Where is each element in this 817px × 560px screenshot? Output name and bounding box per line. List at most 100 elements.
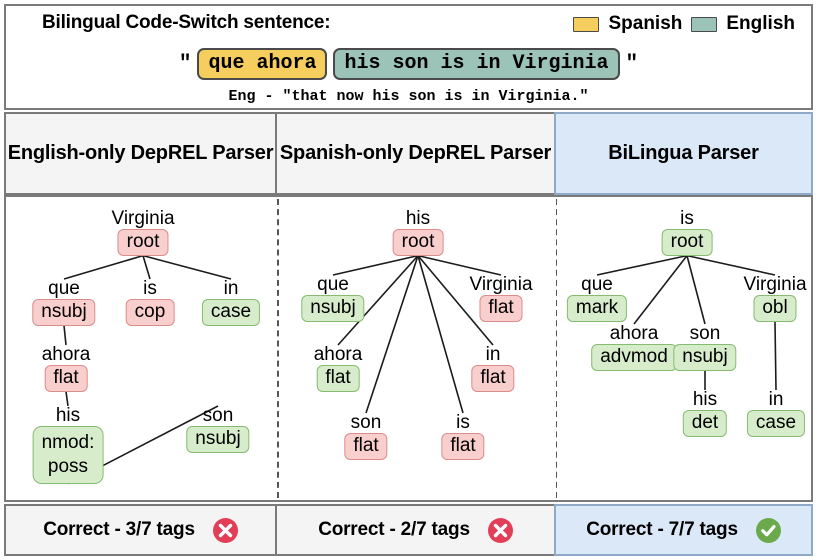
node-word: in (223, 278, 239, 299)
banner-title: Bilingual Code-Switch sentence: (42, 12, 331, 33)
tree-edges (596, 254, 777, 391)
node-word: his (692, 389, 718, 410)
node-deprel-tag: mark (566, 295, 628, 322)
node-word: Virginia (111, 208, 175, 229)
panel-divider-1 (277, 199, 279, 498)
footer-bilingua: Correct - 7/7 tags (554, 504, 813, 556)
footer-english-only: Correct - 3/7 tags (4, 504, 277, 556)
node-word: ahora (313, 344, 363, 365)
column-header-english-only: English-only DepREL Parser (4, 112, 277, 195)
footer-score-bilingua: Correct - 7/7 tags (586, 519, 738, 540)
edge-his-is (417, 255, 464, 414)
node-deprel-tag: advmod (591, 344, 677, 371)
edge-que-ahora (63, 325, 67, 346)
cross-icon-english-only (212, 517, 238, 543)
tree-edges (332, 254, 502, 414)
node-deprel-tag: root (117, 229, 169, 256)
node-word: son (350, 412, 382, 433)
legend-swatch-spanish (573, 16, 600, 32)
node-word: his (405, 208, 431, 229)
node-deprel-tag: case (746, 410, 806, 437)
edge-his-son (365, 255, 419, 414)
edge-his-ahora (337, 255, 419, 346)
node-word: in (768, 389, 784, 410)
column-header-spanish-only: Spanish-only DepREL Parser (275, 112, 556, 195)
footer-score-english-only: Correct - 3/7 tags (43, 519, 195, 540)
node-word: Virginia (469, 274, 533, 295)
legend: Spanish English (573, 13, 795, 35)
node-deprel-tag: nsubj (673, 344, 737, 371)
code-switch-sentence: " que ahora his son is in Virginia " (6, 44, 811, 84)
edge-his-virginia (417, 254, 502, 276)
legend-swatch-english (691, 16, 718, 32)
sentence-banner: Bilingual Code-Switch sentence: Spanish … (4, 4, 813, 110)
open-quote: " (178, 52, 192, 76)
node-deprel-tag: flat (441, 433, 485, 460)
node-word: que (48, 278, 80, 299)
node-word: que (317, 274, 349, 295)
footer-score-spanish-only: Correct - 2/7 tags (318, 519, 470, 540)
node-deprel-tag: nsubj (301, 295, 365, 322)
node-word: ahora (41, 344, 91, 365)
edge-is-virginia (686, 254, 776, 276)
node-word: que (581, 274, 613, 295)
cross-icon-spanish-only (487, 517, 513, 543)
edge-virginia-que (63, 254, 144, 280)
node-word: is (680, 208, 694, 229)
edge-virginia-in (774, 321, 777, 391)
node-deprel-tag: flat (344, 433, 388, 460)
edge-his-que (332, 254, 419, 276)
legend-label-english: English (726, 13, 795, 34)
check-icon-bilingua (755, 517, 781, 543)
node-deprel-tag: root (661, 229, 713, 256)
english-span-chip: his son is in Virginia (333, 48, 620, 80)
close-quote: " (625, 52, 639, 76)
node-deprel-tag: flat (44, 365, 88, 392)
node-word: son (202, 405, 234, 426)
node-word: in (485, 344, 501, 365)
spanish-span-chip: que ahora (197, 48, 328, 80)
node-deprel-tag: det (682, 410, 728, 437)
column-headers: English-only DepREL Parser Spanish-only … (4, 112, 813, 195)
column-footers: Correct - 3/7 tags Correct - 2/7 tags Co… (4, 504, 813, 556)
edge-is-son (686, 255, 706, 325)
column-header-bilingua: BiLingua Parser (554, 112, 813, 195)
node-deprel-tag: flat (479, 295, 523, 322)
edge-is-que (596, 254, 688, 276)
node-deprel-tag: root (392, 229, 444, 256)
node-word: ahora (609, 323, 659, 344)
edge-his-in (417, 255, 494, 346)
node-deprel-tag: case (201, 299, 261, 326)
node-deprel-tag: cop (125, 299, 175, 326)
node-deprel-tag: nmod:poss (32, 426, 104, 484)
edge-is-ahora (633, 255, 688, 325)
node-word: son (689, 323, 721, 344)
footer-spanish-only: Correct - 2/7 tags (275, 504, 556, 556)
